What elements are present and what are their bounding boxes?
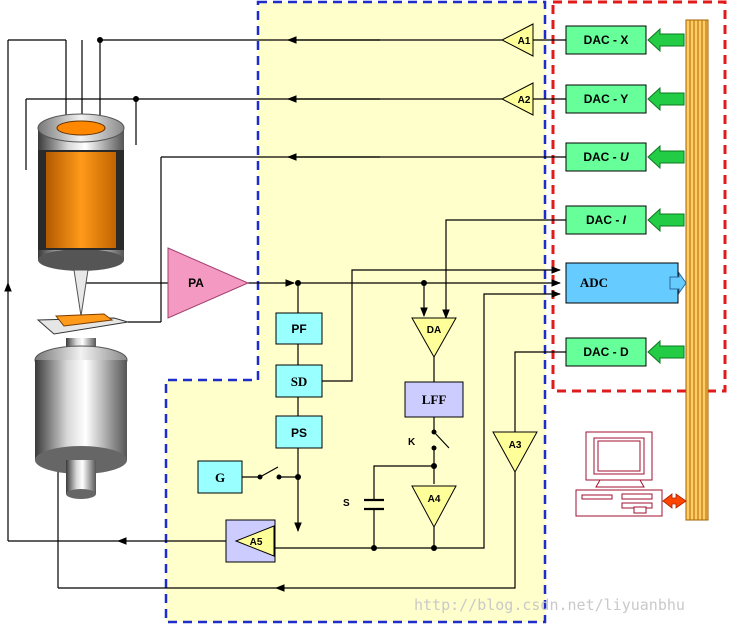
a2-amplifier: A2 [500,82,534,116]
a3-amplifier: A3 [492,431,538,474]
capacitor-s [364,498,384,511]
dac-y-label: DAC - Y [584,92,628,106]
probe-tip-icon [73,269,89,317]
green-arrow-icon [647,339,685,365]
wiring [4,36,566,592]
green-arrow-icon [647,27,685,53]
computer-bus-link-icon [662,493,687,509]
dac-d-label: DAC - D [583,345,629,359]
switch-k-label: K [408,437,416,448]
dac-x-block: DAC - X [565,25,647,55]
g-label: G [215,470,225,485]
dac-d-block: DAC - D [565,337,647,367]
dac-i-label: DAC - I [586,213,627,227]
dac-x-label: DAC - X [584,33,629,47]
dac-i-block: DAC - I [565,205,647,235]
a5-amplifier: A5 [225,519,276,563]
lff-block: LFF [404,381,464,418]
pa-amplifier: PA [167,247,250,319]
a4-label: A4 [428,494,441,505]
data-bus [685,19,709,521]
da-label: DA [427,325,441,336]
computer-icon [575,431,663,517]
adc-block: ADC [565,262,679,304]
converter-panel [551,0,727,393]
blue-right-arrow-icon [669,271,687,295]
a4-amplifier: A4 [411,485,457,529]
piezo-scanner [37,113,125,271]
sd-label: SD [291,374,308,389]
sample-icon [36,313,129,335]
pa-label: PA [188,276,204,290]
ps-block: PS [275,415,323,449]
a1-label: A1 [518,36,531,47]
capacitor-s-label: S [343,498,350,509]
a3-label: A3 [509,440,522,451]
green-arrow-icon [647,207,685,233]
adc-label: ADC [580,275,608,290]
a2-label: A2 [518,95,531,106]
bus-to-dac-arrows [647,27,685,365]
controller-panel [164,0,547,624]
dac-u-label: DAC - U [583,150,629,164]
dac-y-block: DAC - Y [565,84,647,114]
ps-label: PS [291,426,307,440]
pf-block: PF [275,312,323,345]
watermark: http://blog.csdn.net/liyuanbhu [414,596,685,614]
a1-amplifier: A1 [500,23,534,57]
da-amplifier: DA [411,317,457,359]
g-block: G [197,460,243,494]
approach-stage [34,338,128,499]
dac-u-block: DAC - U [565,142,647,172]
sd-block: SD [275,364,323,398]
lff-label: LFF [422,392,447,407]
pf-label: PF [291,322,306,336]
green-arrow-icon [647,86,685,112]
a5-label: A5 [250,537,263,548]
green-arrow-icon [647,144,685,170]
